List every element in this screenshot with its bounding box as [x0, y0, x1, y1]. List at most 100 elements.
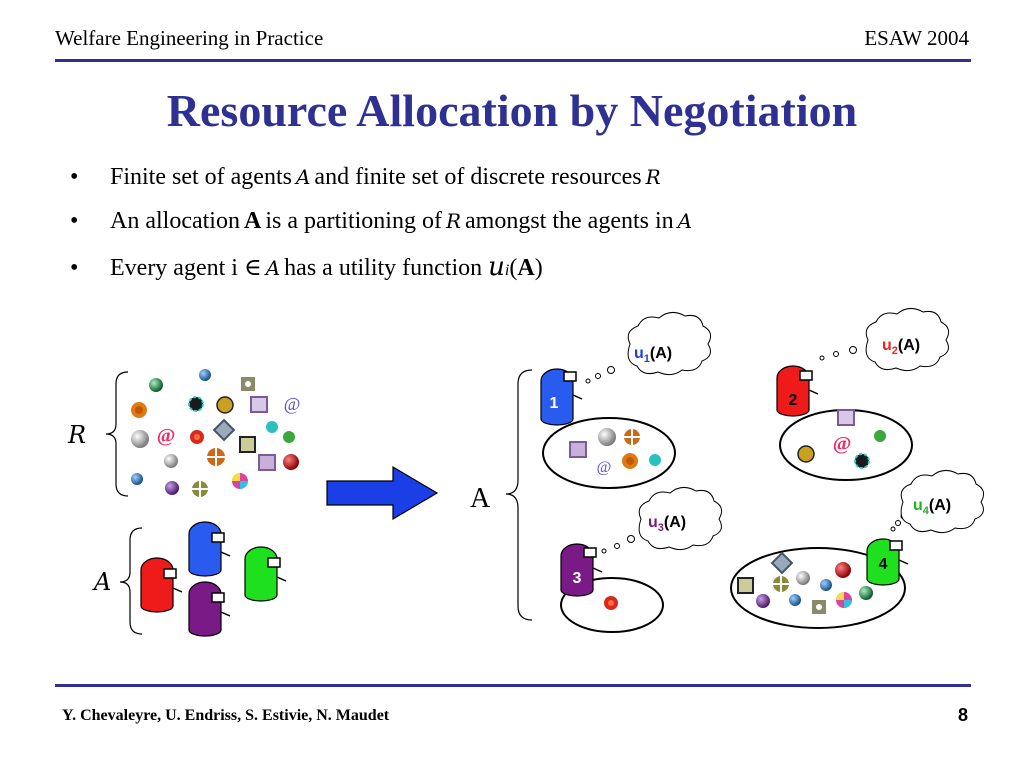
utility-letter: u: [634, 345, 644, 362]
resource-icon: [624, 429, 640, 445]
resource-icon: [165, 481, 179, 495]
resource-icon: @: [833, 433, 852, 455]
utility-label-4: u4(A): [913, 497, 951, 517]
resource-icon: [820, 579, 832, 591]
bullet-dot: •: [70, 208, 79, 234]
resource-icon: [239, 436, 256, 453]
utility-label-3: u3(A): [648, 514, 686, 534]
resource-icon: [188, 396, 204, 412]
resource-icon: [190, 430, 204, 444]
utility-args: (A): [650, 345, 672, 362]
bundle-agent-1: [542, 417, 676, 489]
header-title: Welfare Engineering in Practice: [55, 26, 324, 50]
utility-subscript: 3: [658, 522, 664, 534]
allocation-label: A: [470, 483, 491, 514]
resource-icon: @: [284, 394, 301, 414]
bullet-text: is a partitioning of: [265, 208, 442, 234]
bullet-item: • Finite set of agents A and finite set …: [70, 164, 696, 208]
resource-icon: [164, 454, 178, 468]
resource-icon: [149, 378, 163, 392]
resource-icon: [837, 409, 855, 426]
bullet-text: and finite set of discrete resources: [314, 164, 642, 190]
bullet-text: Every agent i: [110, 255, 238, 281]
resource-icon: [789, 594, 801, 606]
agent-number: 4: [879, 556, 888, 573]
bundle-agent-4: [730, 547, 906, 629]
resource-icon: [797, 445, 815, 463]
agent-number: 1: [550, 395, 559, 412]
bullet-item: • Every agent i ∈ A has a utility functi…: [70, 252, 696, 296]
resource-icon: [604, 596, 618, 610]
resource-icon: [874, 430, 886, 442]
agent-number: 3: [573, 570, 582, 587]
footer-rule: [55, 684, 971, 687]
footer-authors: Y. Chevaleyre, U. Endriss, S. Estivie, N…: [62, 707, 390, 724]
resource-icon: [859, 586, 873, 600]
page-number: 8: [957, 705, 968, 725]
resource-icon: @: [597, 459, 612, 476]
agent-4: 4: [866, 538, 909, 586]
resource-icon: [131, 430, 149, 448]
agents-brace: [119, 527, 143, 635]
resources-brace: [105, 371, 129, 497]
bullet-text: amongst the agents in: [465, 208, 674, 234]
resource-icon: [622, 453, 638, 469]
bullet-text: has a utility function: [284, 255, 483, 281]
resource-icon: [250, 396, 268, 413]
resource-icon: [199, 369, 211, 381]
agents-symbol: A: [265, 256, 281, 280]
allocation-arrow-icon: [326, 465, 439, 521]
resource-icon: [258, 454, 276, 471]
thought-dots: [585, 346, 908, 554]
thought-cloud-4: [900, 470, 985, 534]
resource-icon: [773, 576, 789, 592]
utility-label-2: u2(A): [882, 337, 920, 357]
utility-subscript: 2: [892, 345, 898, 357]
resources-label: R: [67, 421, 86, 449]
paren: ): [534, 255, 543, 281]
resource-icon: [598, 428, 616, 446]
resource-icon: [812, 600, 826, 614]
resource-icon: [283, 431, 295, 443]
resource-icon: [212, 418, 236, 442]
agent-number: 2: [789, 392, 798, 409]
resource-icon: [207, 448, 225, 466]
utility-letter: u: [913, 497, 923, 514]
agents-label: A: [92, 568, 111, 596]
resources-symbol: R: [445, 209, 462, 233]
agent-1: 1: [540, 368, 583, 426]
slide-title: Resource Allocation by Negotiation: [166, 85, 858, 136]
thought-cloud-3: [638, 487, 723, 551]
resource-icon: [131, 473, 143, 485]
agent-purple-left: [188, 581, 231, 637]
agent-green-left: [244, 546, 287, 602]
resource-icon: [756, 594, 770, 608]
resources-cluster: @ @: [131, 369, 300, 497]
agent-3: 3: [560, 543, 603, 597]
agents-symbol: A: [677, 209, 693, 233]
bullet-dot: •: [70, 255, 79, 281]
resource-icon: [192, 481, 208, 497]
utility-letter: u: [882, 337, 892, 354]
header-conference: ESAW 2004: [864, 26, 969, 50]
resource-icon: [836, 592, 852, 608]
resources-symbol: R: [645, 165, 661, 189]
bullet-list: • Finite set of agents A and finite set …: [70, 164, 696, 296]
element-of-symbol: ∈: [243, 255, 262, 281]
utility-letter: u: [648, 514, 658, 531]
resource-icon: [232, 473, 248, 489]
thought-cloud-2: [865, 308, 950, 372]
agent-red-left: [140, 557, 183, 613]
agent-2: 2: [776, 365, 819, 417]
resource-icon: @: [157, 425, 176, 447]
bullet-item: • An allocation A is a partitioning of R…: [70, 208, 696, 252]
resource-icon: [241, 377, 255, 391]
utility-args: (A): [929, 497, 951, 514]
resource-icon: [796, 571, 810, 585]
bullet-text: Finite set of agents: [110, 164, 292, 190]
utility-args: (A): [898, 337, 920, 354]
agents-symbol: A: [295, 165, 311, 189]
bullet-dot: •: [70, 164, 79, 190]
utility-subscript: 1: [644, 353, 650, 365]
resource-icon: [283, 454, 299, 470]
